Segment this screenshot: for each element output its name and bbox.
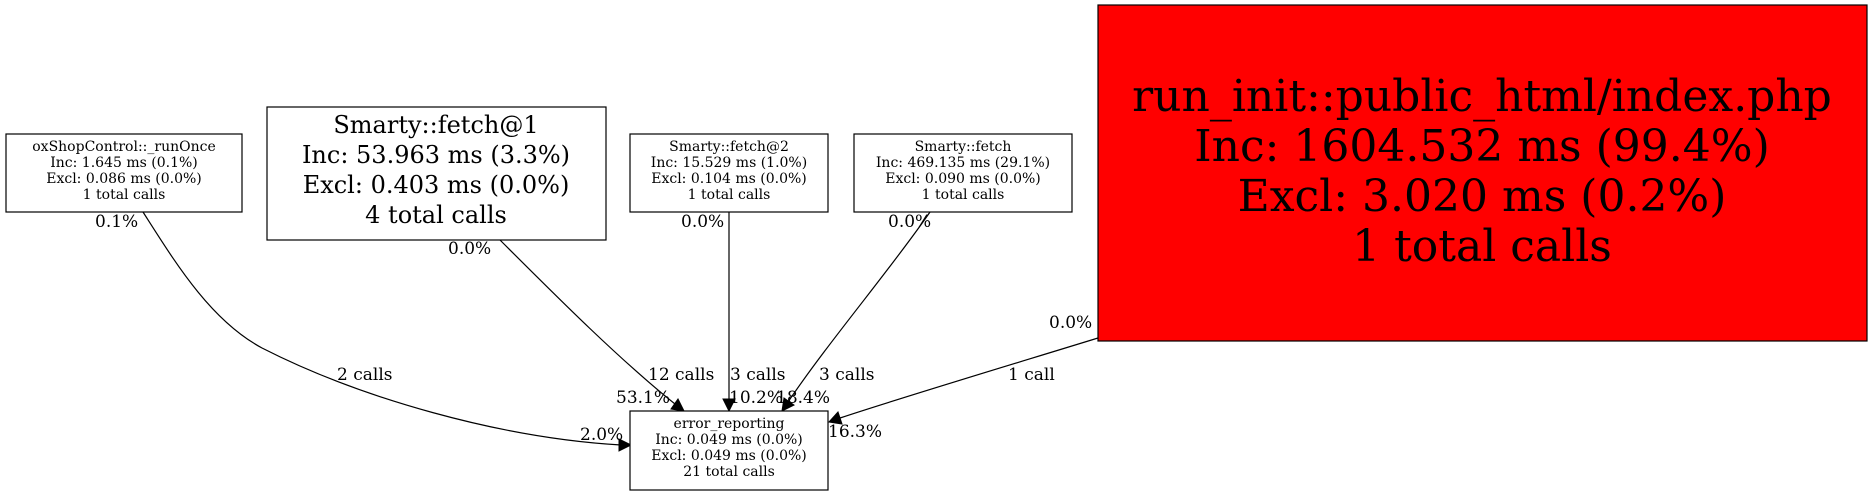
node-box <box>629 133 829 213</box>
edge-calls-label: 12 calls <box>648 365 714 385</box>
node-excl: Excl: 0.090 ms (0.0%) <box>885 171 1041 187</box>
node-smarty-fetch[interactable]: Smarty::fetch Inc: 469.135 ms (29.1%) Ex… <box>853 133 1073 213</box>
edge-head-pct: 10.2% <box>729 388 783 408</box>
node-box <box>1097 4 1868 342</box>
node-calls: 1 total calls <box>922 187 1005 203</box>
node-inc: Inc: 15.529 ms (1.0%) <box>651 155 807 171</box>
node-calls: 1 total calls <box>688 187 771 203</box>
node-calls: 1 total calls <box>1352 221 1612 272</box>
node-inc: Inc: 53.963 ms (3.3%) <box>302 141 570 169</box>
node-error-reporting[interactable]: error_reporting Inc: 0.049 ms (0.0%) Exc… <box>629 410 829 491</box>
node-inc: Inc: 1.645 ms (0.1%) <box>50 155 198 171</box>
node-excl: Excl: 0.049 ms (0.0%) <box>651 448 807 464</box>
node-excl: Excl: 3.020 ms (0.2%) <box>1238 171 1727 222</box>
node-box <box>853 133 1073 213</box>
edge-line <box>142 211 622 446</box>
edge-shop-control-to-error-reporting <box>142 211 633 452</box>
edge-line <box>787 211 931 403</box>
node-calls: 4 total calls <box>365 201 507 229</box>
arrow-head <box>828 411 843 425</box>
edge-tail-pct: 0.0% <box>888 212 931 232</box>
node-inc: Inc: 469.135 ms (29.1%) <box>876 155 1050 171</box>
node-box <box>5 133 243 213</box>
node-smarty-fetch-2[interactable]: Smarty::fetch@2 Inc: 15.529 ms (1.0%) Ex… <box>629 133 829 213</box>
node-box <box>629 410 829 491</box>
edge-head-pct: 18.4% <box>776 388 830 408</box>
node-excl: Excl: 0.104 ms (0.0%) <box>651 171 807 187</box>
node-box <box>266 106 607 241</box>
node-name: Smarty::fetch <box>915 139 1012 155</box>
node-calls: 1 total calls <box>83 187 166 203</box>
edge-calls-label: 1 call <box>1008 365 1055 385</box>
node-excl: Excl: 0.086 ms (0.0%) <box>46 171 202 187</box>
edge-run-init-to-error-reporting <box>828 337 1099 425</box>
node-name: Smarty::fetch@2 <box>669 139 789 155</box>
node-shop-control-run-once[interactable]: oxShopControl::_runOnce Inc: 1.645 ms (0… <box>5 133 243 213</box>
node-smarty-fetch-1[interactable]: Smarty::fetch@1 Inc: 53.963 ms (3.3%) Ex… <box>266 106 607 241</box>
arrow-head <box>722 398 736 413</box>
edge-tail-pct: 0.0% <box>448 239 491 259</box>
edge-smarty-fetch-to-error-reporting <box>781 211 931 412</box>
edge-smarty-fetch-2-to-error-reporting <box>722 212 736 413</box>
node-run-init-index-php[interactable]: run_init::public_html/index.php Inc: 160… <box>1097 4 1868 342</box>
edge-tail-pct: 0.1% <box>95 212 138 232</box>
edge-head-pct: 16.3% <box>828 422 882 442</box>
node-name: Smarty::fetch@1 <box>333 111 538 139</box>
edge-tail-pct: 0.0% <box>681 212 724 232</box>
node-excl: Excl: 0.403 ms (0.0%) <box>303 171 570 199</box>
node-name: error_reporting <box>674 416 785 432</box>
node-inc: Inc: 0.049 ms (0.0%) <box>655 432 803 448</box>
edge-head-pct: 53.1% <box>616 388 670 408</box>
arrow-head <box>618 438 633 452</box>
edge-smarty-fetch-1-to-error-reporting <box>499 239 685 412</box>
edge-head-pct: 2.0% <box>580 425 623 445</box>
arrow-head <box>670 398 685 412</box>
arrow-head <box>781 397 795 412</box>
node-inc: Inc: 1604.532 ms (99.4%) <box>1194 121 1770 172</box>
edge-calls-label: 3 calls <box>819 365 874 385</box>
node-name: oxShopControl::_runOnce <box>32 139 215 155</box>
edge-line <box>839 337 1099 419</box>
node-name: run_init::public_html/index.php <box>1132 71 1832 122</box>
edge-calls-label: 2 calls <box>337 365 392 385</box>
edge-line <box>499 239 676 405</box>
edge-tail-pct: 0.0% <box>1049 313 1092 333</box>
edge-calls-label: 3 calls <box>730 365 785 385</box>
node-calls: 21 total calls <box>683 464 775 480</box>
